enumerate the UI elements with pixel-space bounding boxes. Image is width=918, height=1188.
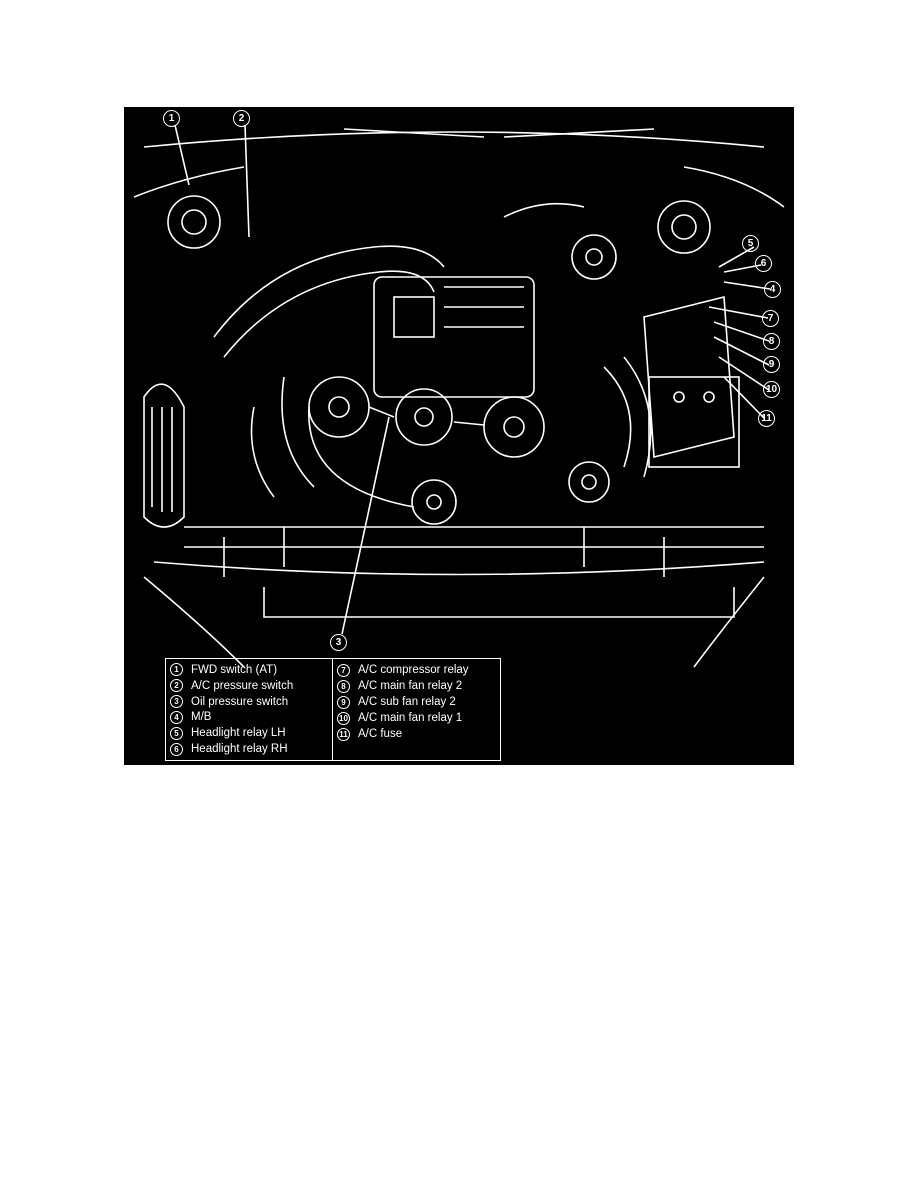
legend-label: FWD switch (AT) xyxy=(191,663,278,676)
legend-number: 3 xyxy=(170,695,183,709)
legend-item: 6 Headlight relay RH xyxy=(170,741,328,757)
legend-number: 10 xyxy=(337,711,350,725)
callout-1: 1 xyxy=(163,110,180,127)
callout-4: 4 xyxy=(764,281,781,298)
legend-item: 3 Oil pressure switch xyxy=(170,694,328,710)
legend-label: A/C fuse xyxy=(358,728,403,740)
legend-label: Headlight relay RH xyxy=(191,743,288,756)
legend-item: 7 A/C compressor relay xyxy=(337,662,496,678)
legend-label: M/B xyxy=(191,711,212,724)
legend-number: 2 xyxy=(170,679,183,693)
callout-6: 6 xyxy=(755,255,772,272)
legend-item: 5 Headlight relay LH xyxy=(170,725,328,741)
legend-number: 11 xyxy=(337,727,350,741)
legend-number: 8 xyxy=(337,679,350,693)
legend-label: A/C main fan relay 1 xyxy=(358,712,463,724)
legend-item: 1 FWD switch (AT) xyxy=(170,662,328,678)
engine-line-art xyxy=(133,124,785,668)
callout-8: 8 xyxy=(763,333,780,350)
callout-10: 10 xyxy=(763,381,780,398)
legend-item: 4 M/B xyxy=(170,709,328,725)
callout-5: 5 xyxy=(742,235,759,252)
callout-11: 11 xyxy=(758,410,775,427)
legend-label: Headlight relay LH xyxy=(191,727,286,740)
callout-7: 7 xyxy=(762,310,779,327)
legend-number: 4 xyxy=(170,710,183,724)
legend-label: A/C sub fan relay 2 xyxy=(358,696,456,708)
legend-item: 2 A/C pressure switch xyxy=(170,678,328,694)
legend-item: 9 A/C sub fan relay 2 xyxy=(337,694,496,710)
legend-label: Oil pressure switch xyxy=(191,695,289,708)
legend-item: 8 A/C main fan relay 2 xyxy=(337,678,496,694)
legend-item: 11 A/C fuse xyxy=(337,726,496,742)
legend-label: A/C main fan relay 2 xyxy=(358,680,463,692)
legend-number: 9 xyxy=(337,695,350,709)
legend-label: A/C pressure switch xyxy=(191,679,294,692)
callout-2: 2 xyxy=(233,110,250,127)
callout-3: 3 xyxy=(330,634,347,651)
legend-label: A/C compressor relay xyxy=(358,664,469,676)
legend-number: 1 xyxy=(170,663,183,677)
legend-number: 5 xyxy=(170,726,183,740)
legend-item: 10 A/C main fan relay 1 xyxy=(337,710,496,726)
callout-9: 9 xyxy=(763,356,780,373)
legend-number: 6 xyxy=(170,742,183,756)
legend-number: 7 xyxy=(337,663,350,677)
